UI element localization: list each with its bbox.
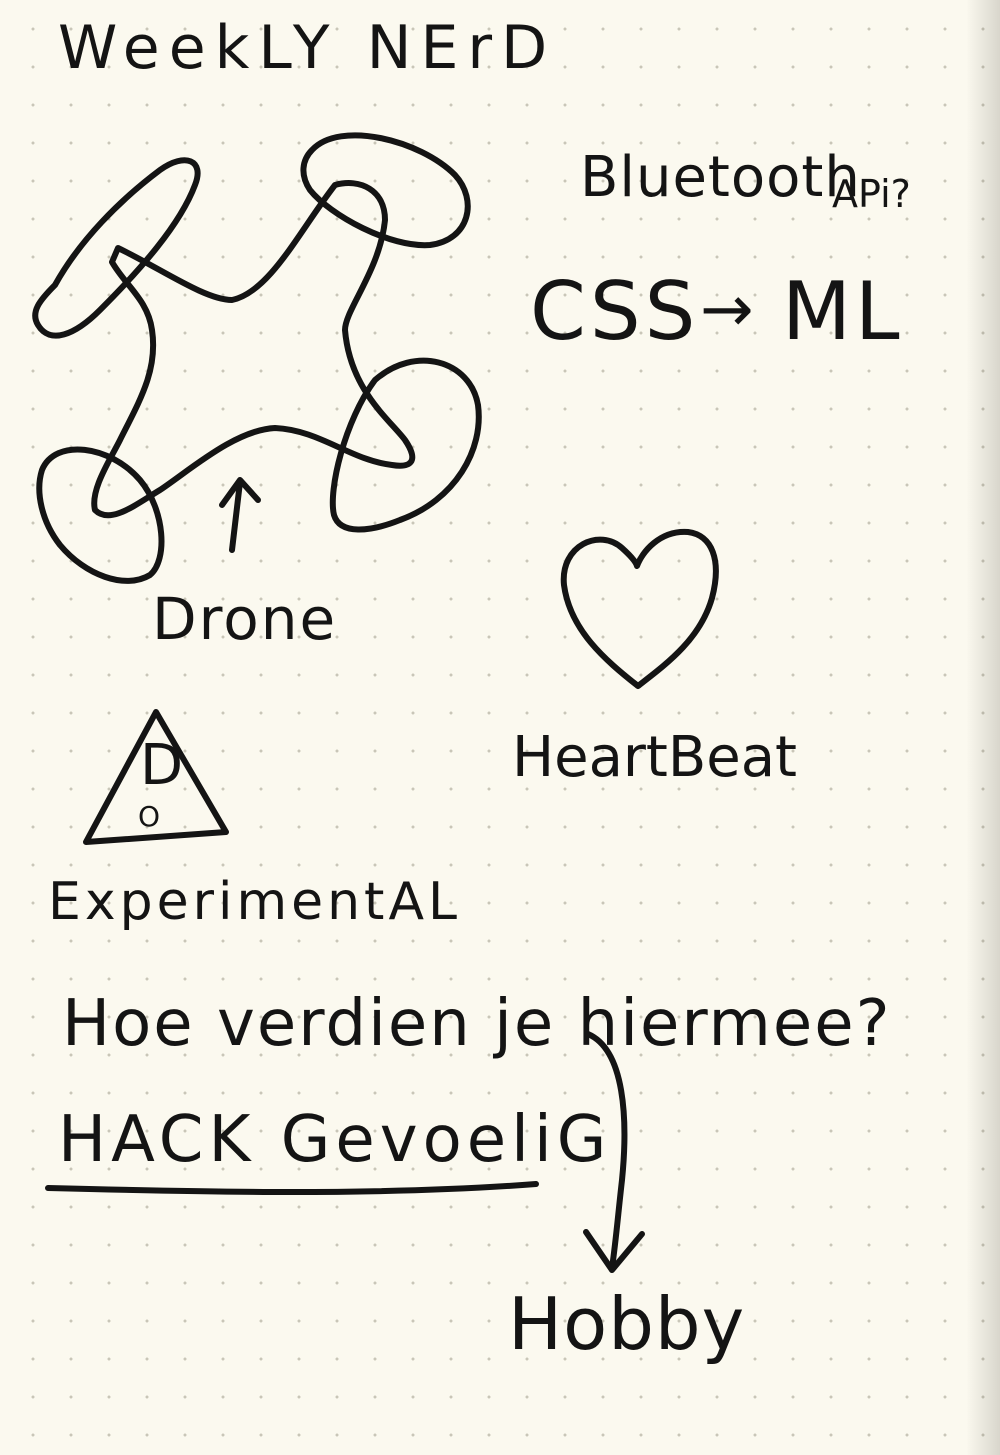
experimental-triangle [83,709,229,845]
page-edge-shadow [966,0,1000,1455]
drone-arrow [219,477,261,553]
css-to-ml-arrow: → [700,273,754,347]
experimental-label: ExperimentAL [48,872,461,932]
hobby-note: Hobby [508,1282,746,1366]
drone-rotor-bottom-right [329,357,482,533]
drone-rotor-top-left [32,157,201,339]
ml-note: ML [782,265,904,358]
hack-note: HACK GevoeliG [58,1103,612,1177]
drone-sketch [32,132,482,584]
question-note: Hoe verdien je hiermee? [62,987,892,1061]
bluetooth-note: Bluetooth [580,145,861,210]
heart-doodle [560,528,719,689]
drone-body [91,180,416,519]
heartbeat-label: HeartBeat [512,725,798,790]
triangle-letter-d: D [140,733,184,798]
drone-rotor-bottom-left [36,446,165,584]
hack-underline [45,1181,539,1195]
page-title: WeekLY NErD [58,13,557,83]
hobby-arrow [583,1031,645,1273]
css-note: CSS [530,265,700,358]
triangle-letter-o: O [138,800,161,833]
api-note: APi? [832,172,911,216]
drone-label: Drone [152,585,338,653]
drone-rotor-top-right [300,132,471,249]
